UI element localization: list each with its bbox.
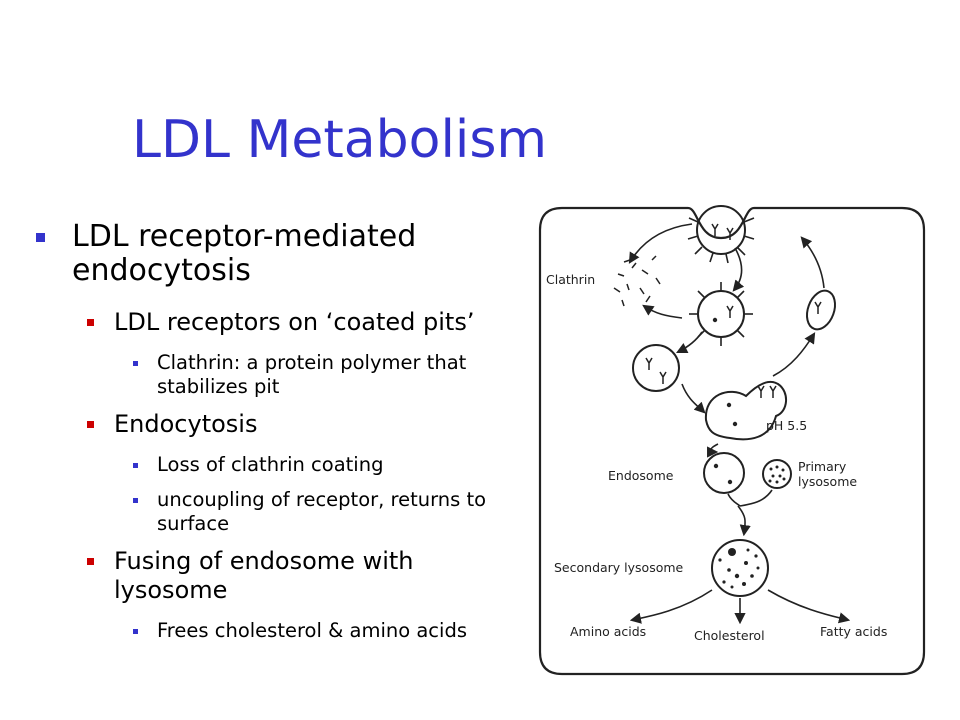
bullet-text: Fusing of endosome with lysosome [114,547,414,604]
primary-lysosome-label: lysosome [798,474,857,489]
bullet-level3: Loss of clathrin coating [34,453,504,477]
fatty-acids-label: Fatty acids [820,624,887,639]
bullet-level2: LDL receptors on ‘coated pits’ [34,308,504,337]
bullet-text: LDL receptors on ‘coated pits’ [114,308,475,336]
primary-lysosome-label: Primary [798,459,847,474]
bullet-level3: Clathrin: a protein polymer that stabili… [34,351,504,399]
bullet-level3: Frees cholesterol & amino acids [34,619,504,643]
square-bullet-icon [133,629,138,634]
ph-label: pH 5.5 [766,418,807,433]
endosome-label: Endosome [608,468,674,483]
coated-pit [687,205,755,264]
endosome-early [704,380,787,441]
clathrin-fragments [613,255,661,307]
bullet-level2: Endocytosis [34,410,504,439]
recycling-vesicle [805,289,837,331]
endocytosis-diagram-svg: Clathrin pH 5.5 [538,205,926,676]
square-bullet-icon [36,233,45,242]
bullet-text: Endocytosis [114,410,258,438]
bullet-level2: Fusing of endosome with lysosome [34,547,504,605]
bullet-text: Clathrin: a protein polymer that stabili… [157,351,467,398]
bullet-text: Loss of clathrin coating [157,453,384,476]
clathrin-label: Clathrin [546,272,595,287]
primary-lysosome [762,459,792,489]
uncoated-vesicle [632,344,680,392]
slide-title: LDL Metabolism [132,110,548,170]
bullet-level3: uncoupling of receptor, returns to surfa… [34,488,504,536]
bullet-text: LDL receptor-mediated endocytosis [72,219,417,288]
square-bullet-icon [87,558,94,565]
pathway-arrows [628,223,851,625]
square-bullet-icon [133,463,138,468]
amino-acids-label: Amino acids [570,624,646,639]
bullet-text: uncoupling of receptor, returns to surfa… [157,488,487,535]
bullet-level1: LDL receptor-mediated endocytosis [34,220,504,288]
endosome [703,452,745,494]
cholesterol-label: Cholesterol [694,628,765,643]
square-bullet-icon [133,361,138,366]
cell-membrane [538,206,926,676]
bullet-text: Frees cholesterol & amino acids [157,619,467,642]
bullet-list: LDL receptor-mediated endocytosis LDL re… [34,220,504,654]
endocytosis-diagram: Clathrin pH 5.5 [532,190,932,678]
square-bullet-icon [87,421,94,428]
square-bullet-icon [133,498,138,503]
square-bullet-icon [87,319,94,326]
secondary-lysosome [711,539,769,597]
secondary-lysosome-label: Secondary lysosome [554,560,684,575]
